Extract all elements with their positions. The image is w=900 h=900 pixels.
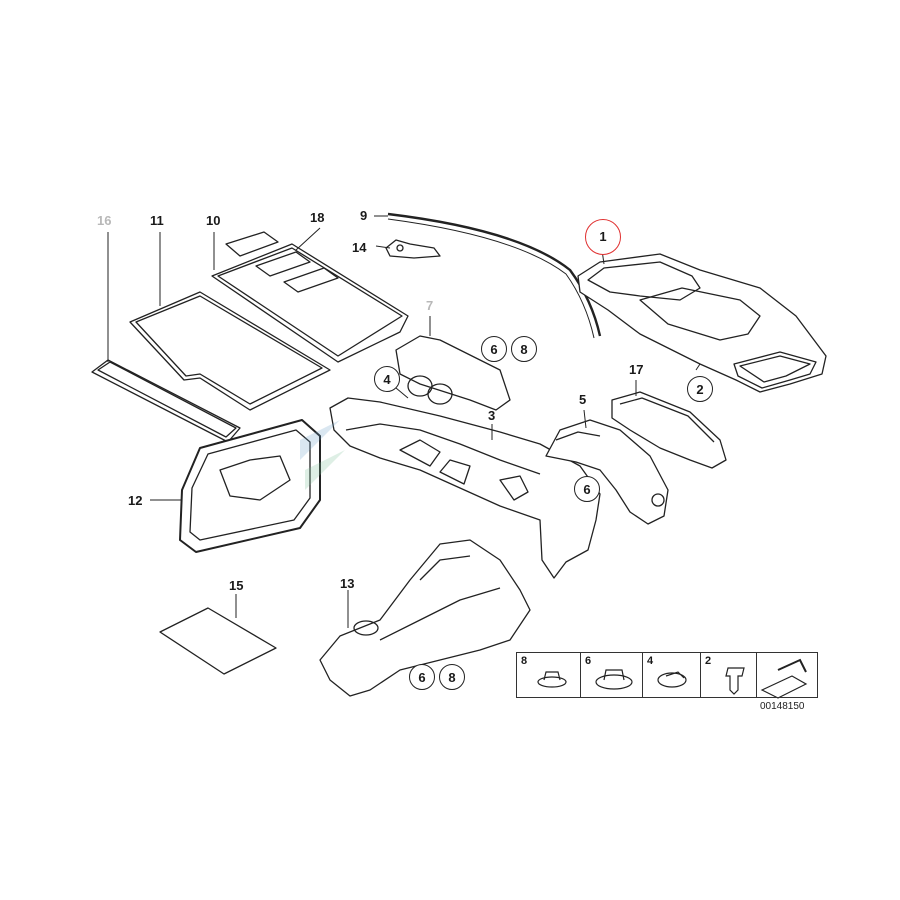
leader-lines (107, 215, 701, 628)
nut-8-top (543, 671, 561, 681)
part-3-firewall (329, 397, 601, 579)
callout-15: 15 (229, 578, 244, 593)
callout-10: 10 (206, 213, 221, 228)
callout-6-pair-a: 6 (481, 336, 507, 362)
screw-2-icon (725, 667, 745, 695)
callout-3: 3 (488, 408, 496, 423)
callout-4: 4 (374, 366, 400, 392)
legend-cell-2: 2 (701, 653, 757, 697)
legend-icons (537, 658, 808, 699)
part-13-tunnel (319, 539, 531, 697)
legend-num-2: 2 (705, 655, 712, 667)
part-10-pad (211, 243, 409, 363)
part-5-arch (545, 419, 669, 525)
callout-8-pair-b: 8 (439, 664, 465, 690)
callout-8-pair-a: 8 (511, 336, 537, 362)
callout-11: 11 (150, 213, 164, 228)
legend-num-6: 6 (585, 655, 592, 667)
callout-7: 7 (426, 298, 434, 313)
part-9-seal (387, 212, 602, 339)
part-7-bracket (395, 335, 511, 411)
callout-2: 2 (687, 376, 713, 402)
legend-cell-6: 6 (581, 653, 643, 697)
callout-12: 12 (128, 493, 143, 508)
callout-17: 17 (629, 362, 644, 377)
part-18-strips (225, 231, 339, 293)
part-12-door-frame (179, 419, 321, 553)
callout-9: 9 (360, 208, 368, 223)
arrow-tool-icon (760, 675, 808, 699)
legend-cell-4: 4 (643, 653, 701, 697)
part-11-pad (129, 291, 331, 411)
callout-5: 5 (579, 392, 587, 407)
callout-6: 6 (574, 476, 600, 502)
legend-num-8: 8 (521, 655, 528, 667)
callout-1-highlighted: 1 (585, 219, 621, 255)
fastener-legend: 8 6 4 2 (516, 652, 818, 698)
part-17-panel (611, 391, 727, 469)
watermark (300, 420, 345, 490)
part-1-shelf (577, 253, 827, 393)
callout-18: 18 (310, 210, 325, 225)
part-14-clip (385, 239, 441, 259)
legend-cell-arrow (757, 653, 817, 697)
diagram-reference-number: 00148150 (760, 701, 805, 712)
part-16-strip (91, 359, 241, 443)
nut-8-icon (537, 676, 567, 688)
legend-cell-8: 8 (517, 653, 581, 697)
part-15-pad (159, 607, 277, 675)
callout-14: 14 (352, 240, 367, 255)
callout-6-pair-b: 6 (409, 664, 435, 690)
nut-6-icon (595, 674, 633, 690)
callout-13: 13 (340, 576, 355, 591)
legend-num-4: 4 (647, 655, 654, 667)
callout-16: 16 (97, 213, 112, 228)
clip-4-icon (657, 672, 687, 688)
